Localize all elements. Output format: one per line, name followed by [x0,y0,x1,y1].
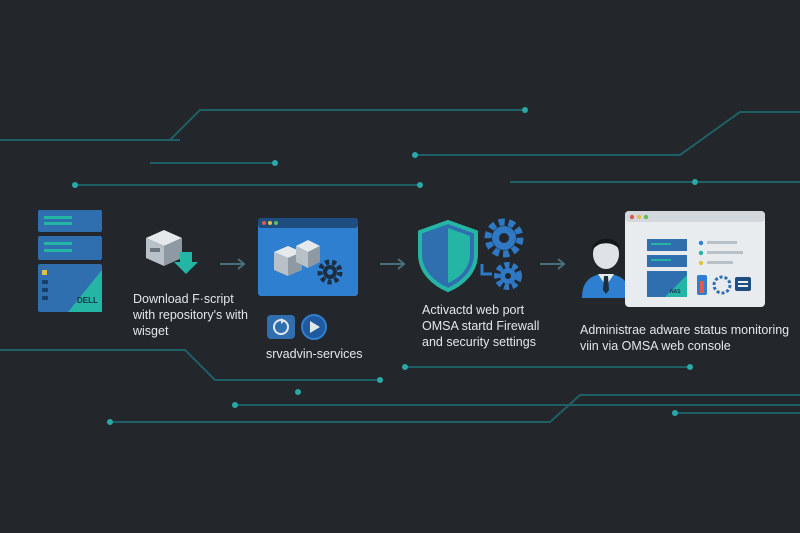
server-brand: DELL [77,296,98,305]
console-badge: NAS [670,289,681,295]
security-shield-icon [418,220,478,292]
step-firewall-label: Activactd web port OMSA startd Firewall … [422,303,540,349]
administrator-avatar-icon [582,238,630,298]
flow-arrows [220,258,566,270]
omsa-web-console-window: NAS [625,211,765,307]
play-service-icon [301,314,327,340]
settings-gears-icon [480,218,524,290]
services-sync-icon [267,315,295,339]
install-window-icon [258,218,358,296]
step-download-label: Download F·script with repository's with… [133,292,248,338]
step-monitoring-label: Administrae adware status monitoring vii… [580,323,790,353]
download-package-icon [146,230,198,274]
step-services-label: srvadvin-services [266,347,363,361]
dell-server-icon: DELL [38,210,102,312]
